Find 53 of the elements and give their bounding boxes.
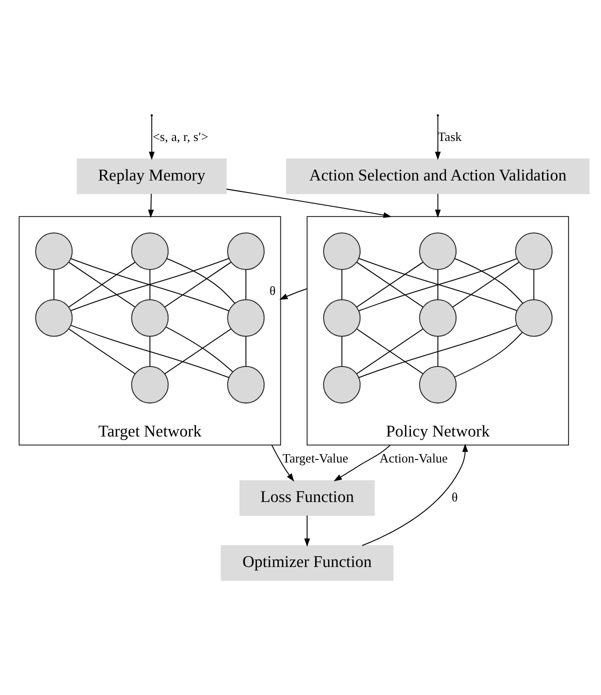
- node-circle: [227, 366, 265, 404]
- connector: [341, 269, 342, 300]
- connector: [533, 269, 534, 300]
- arrow: [148, 116, 155, 160]
- node-box: Action Selection and Action Validation: [286, 158, 590, 194]
- node-circle: [227, 299, 265, 337]
- cluster: Policy Network: [306, 216, 570, 446]
- node-circle: [227, 232, 265, 270]
- edge-label: θ: [269, 284, 276, 298]
- connector: [356, 328, 424, 374]
- arrow: [434, 193, 441, 218]
- node-circle: [131, 299, 169, 337]
- node-circle: [419, 232, 457, 270]
- connector: [68, 262, 136, 308]
- node-box: Replay Memory: [76, 158, 227, 194]
- node-circle: [323, 232, 361, 270]
- node-circle: [35, 299, 73, 337]
- arrow: [271, 444, 294, 482]
- connector: [358, 324, 518, 378]
- connector: [454, 332, 523, 378]
- node-circle: [419, 366, 457, 404]
- arrow: [148, 193, 154, 218]
- connector: [245, 269, 246, 300]
- connector: [356, 262, 424, 308]
- connector: [149, 269, 150, 300]
- connector: [341, 336, 342, 367]
- connector: [245, 336, 246, 367]
- node-circle: [323, 299, 361, 337]
- node-circle: [515, 232, 553, 270]
- node-circle: [515, 299, 553, 337]
- connector: [68, 328, 136, 374]
- arrow: [362, 444, 468, 546]
- arrow: [279, 288, 308, 300]
- edge-label: Target-Value: [282, 452, 348, 466]
- connector: [149, 336, 150, 367]
- edge-label: Action-Value: [380, 452, 448, 466]
- connector: [70, 324, 230, 378]
- node-box: Loss Function: [239, 480, 375, 516]
- arrow: [304, 515, 310, 547]
- arrow: [226, 188, 392, 218]
- node-circle: [131, 366, 169, 404]
- node-circle: [323, 366, 361, 404]
- node-box: Optimizer Function: [220, 545, 394, 581]
- node-circle: [419, 299, 457, 337]
- node-circle: [131, 232, 169, 270]
- edge-label: <s, a, r, s′>: [152, 130, 208, 144]
- arrow: [434, 116, 441, 160]
- edge-label: θ: [452, 490, 458, 504]
- connector: [53, 269, 54, 300]
- arrow: [334, 444, 391, 482]
- connector: [437, 269, 438, 300]
- connector: [437, 336, 438, 367]
- node-circle: [35, 232, 73, 270]
